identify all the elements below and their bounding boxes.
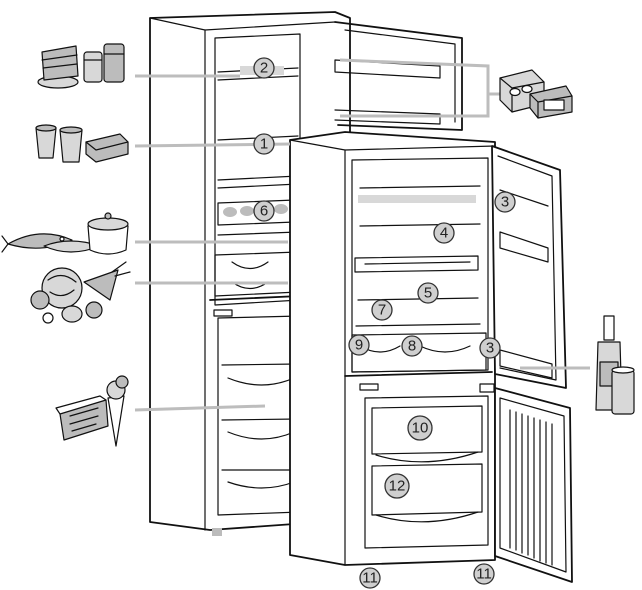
callout-label: 3: [486, 340, 494, 357]
fish-and-pot-icon: [1, 212, 129, 255]
callout-label: 7: [378, 302, 386, 319]
callout-3-upper: 3: [494, 191, 516, 213]
callout-6: 6: [253, 200, 275, 222]
callout-label: 1: [260, 136, 268, 153]
leader-lines: [134, 58, 590, 412]
callout-11-right: 11: [473, 563, 495, 585]
callout-11-left: 11: [359, 567, 381, 589]
callout-9: 9: [348, 334, 370, 356]
cheese-and-eggs-icon: [499, 69, 573, 119]
yogurt-and-butter-icon: [35, 124, 129, 163]
callout-label: 11: [362, 570, 378, 587]
callout-1: 1: [253, 133, 275, 155]
callout-10: 10: [407, 415, 433, 441]
ice-cream-icon: [55, 375, 129, 447]
bottles-icon: [595, 315, 635, 415]
callout-label: 10: [412, 420, 429, 437]
callout-label: 4: [440, 225, 448, 242]
glass-shelf-ridged: [354, 255, 479, 273]
freezer-door-vents: [509, 409, 553, 566]
callout-4: 4: [433, 222, 455, 244]
cake-and-jars-icon: [37, 43, 125, 89]
callout-label: 8: [408, 338, 416, 355]
callout-5: 5: [417, 282, 439, 304]
vegetables-icon: [30, 261, 131, 324]
callout-2: 2: [253, 57, 275, 79]
callout-label: 3: [501, 194, 509, 211]
callout-label: 5: [424, 285, 432, 302]
callout-label: 12: [389, 478, 406, 495]
callout-12: 12: [384, 473, 410, 499]
callout-3-lower: 3: [479, 337, 501, 359]
callout-label: 2: [260, 60, 268, 77]
callout-label: 11: [476, 566, 492, 583]
callout-label: 9: [355, 337, 363, 354]
callout-7: 7: [371, 299, 393, 321]
callout-label: 6: [260, 203, 268, 220]
front-fridge-cabinet: [289, 131, 573, 583]
callout-8: 8: [401, 335, 423, 357]
